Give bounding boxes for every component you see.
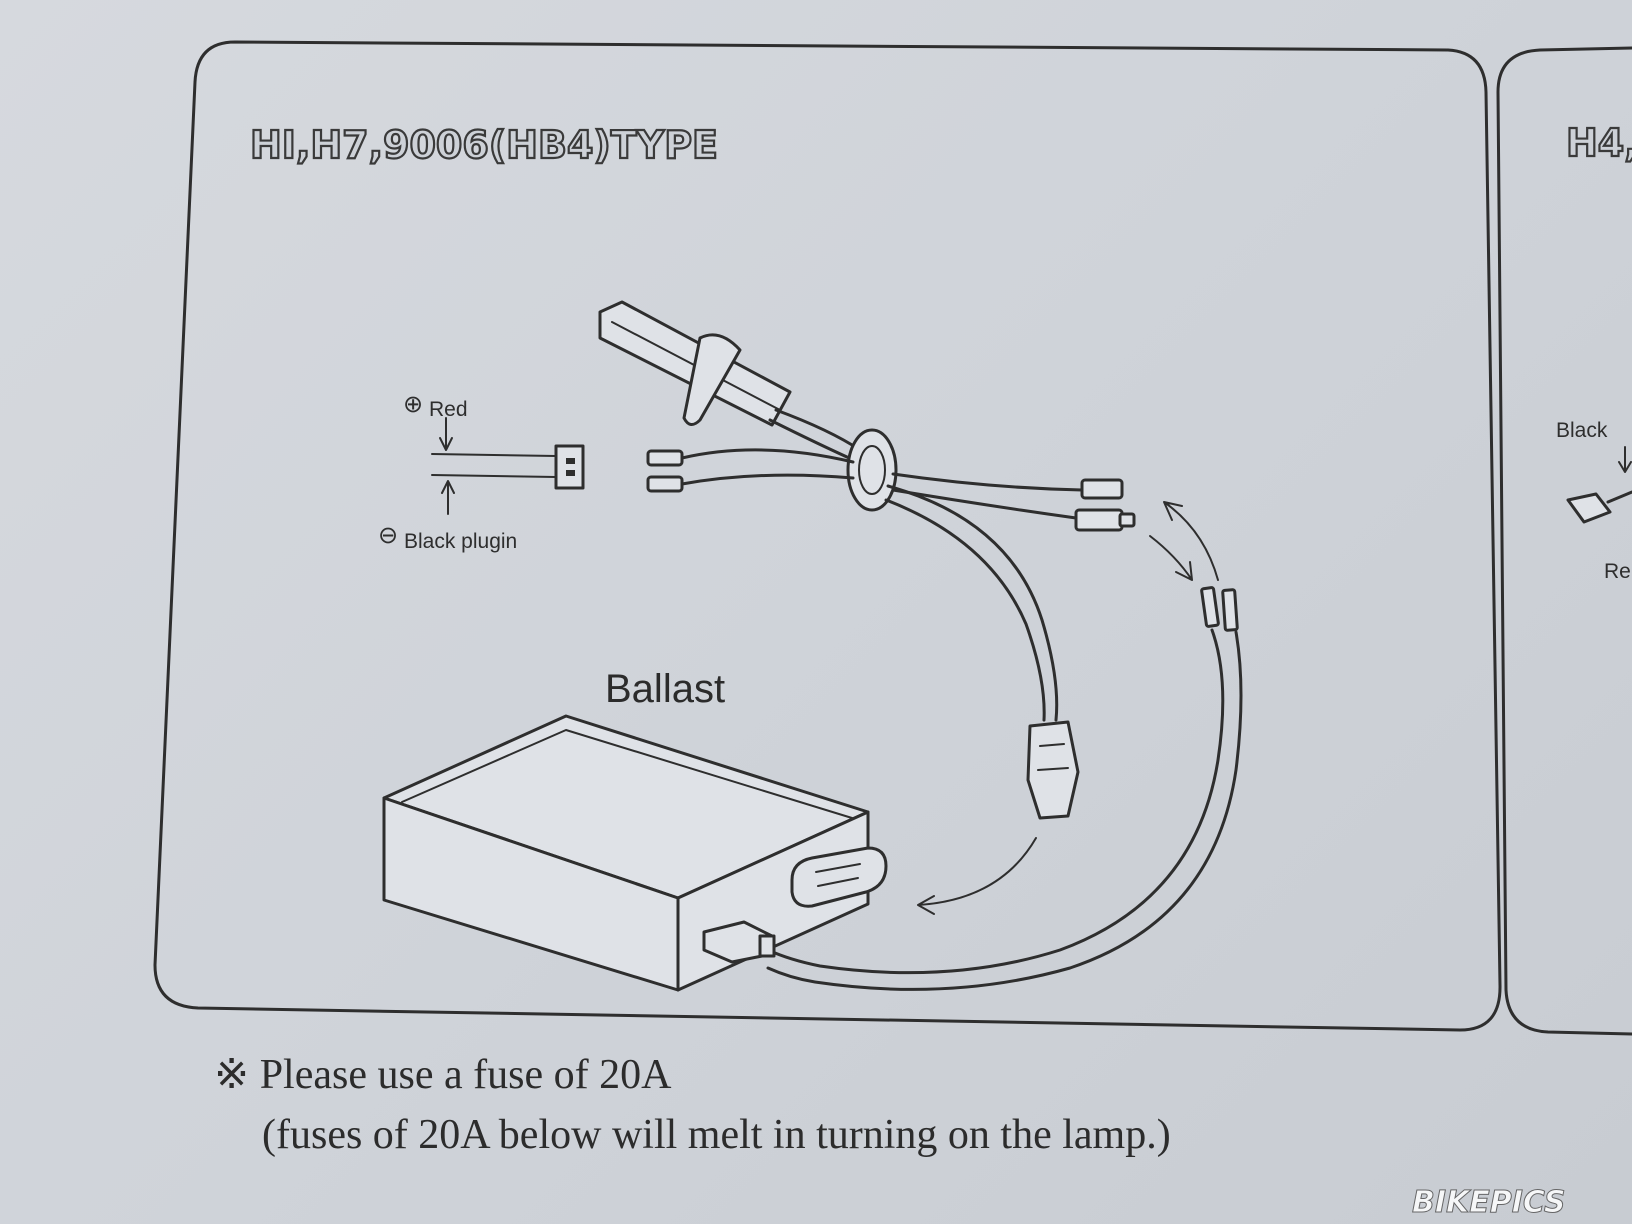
- side-arrow: [1618, 446, 1632, 473]
- black-arrow: [441, 480, 455, 515]
- main-panel-frame: [153, 40, 1502, 1032]
- right-terminal-bottom: [1074, 508, 1124, 532]
- right-terminal-tip: [1118, 512, 1136, 528]
- power-cable: [766, 628, 1225, 975]
- fuse-note-line-1: ※ Please use a fuse of 20A: [214, 1052, 672, 1098]
- side-panel-frame: [1496, 46, 1632, 1036]
- hid-bulb-icon: [598, 300, 862, 464]
- swap-arrow-top: [1163, 501, 1219, 581]
- label-red: Red: [429, 398, 468, 421]
- legend-plug-icon: [554, 444, 585, 490]
- plug-to-ballast-arrow: [917, 837, 1037, 915]
- panel-title: HI,H7,9006(HB4)TYPE: [250, 123, 718, 167]
- side-label-black: Black: [1556, 419, 1608, 442]
- right-terminal-top: [1080, 478, 1124, 500]
- positive-symbol: ⊕: [403, 390, 423, 418]
- power-cable-inner: [766, 630, 1243, 991]
- label-black-plugin: Black plugin: [404, 530, 517, 553]
- red-arrow: [439, 417, 453, 451]
- legend-plug-slot: [566, 458, 575, 464]
- grommet-icon: [846, 428, 898, 512]
- side-wire: [1606, 490, 1632, 504]
- legend-plug-slot-2: [566, 470, 575, 476]
- left-terminal-bottom: [646, 475, 684, 493]
- power-terminal-1: [1200, 586, 1220, 628]
- left-terminal-top: [646, 449, 684, 467]
- watermark-logo: BIKEPICS: [1412, 1185, 1565, 1220]
- swap-arrow-bottom: [1149, 535, 1193, 581]
- power-terminal-2: [1221, 588, 1239, 632]
- fuse-note-line-2: (fuses of 20A below will melt in turning…: [262, 1112, 1171, 1158]
- grommet-inner: [858, 445, 886, 495]
- negative-symbol: ⊖: [378, 521, 398, 549]
- side-label-red: Re: [1604, 560, 1631, 583]
- ballast-box-icon: [382, 714, 888, 992]
- ballast-label: Ballast: [605, 667, 725, 711]
- ballast-cable-inner: [884, 498, 1046, 722]
- left-wires: [680, 448, 855, 486]
- legend-wires: [431, 453, 557, 478]
- ballast-cable: [886, 484, 1059, 722]
- side-panel-title: H4,: [1566, 121, 1632, 165]
- ballast-plug-detail: [1037, 743, 1069, 771]
- side-connector-icon: [1566, 492, 1612, 524]
